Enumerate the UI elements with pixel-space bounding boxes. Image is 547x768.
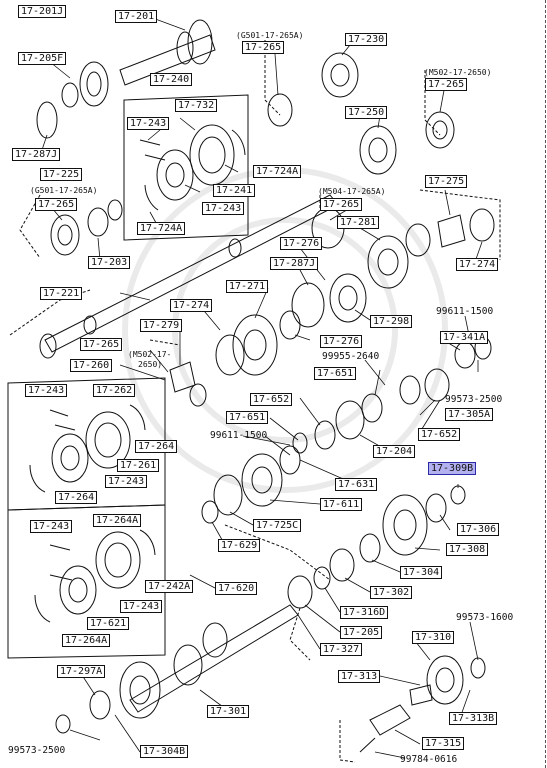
reverse-idler-310 [359, 655, 486, 753]
part-label-17-264A-b[interactable]: 17-264A [62, 634, 111, 647]
gear-group-271 [169, 314, 278, 407]
part-label-17-265b[interactable]: 17-265 [242, 41, 285, 54]
part-label-17-243d[interactable]: 17-243 [105, 475, 148, 488]
part-label-17-243e[interactable]: 17-243 [30, 520, 73, 533]
part-label-17-287J-b[interactable]: 17-287J [270, 257, 319, 270]
part-label-17-265d[interactable]: 17-265 [320, 198, 363, 211]
supersession-note-note-m502-b2: 2650) [138, 360, 163, 369]
part-label-17-313B[interactable]: 17-313B [449, 712, 498, 725]
part-label-17-611[interactable]: 17-611 [320, 498, 363, 511]
hardware-number-99573-2500a[interactable]: 99573-2500 [445, 394, 503, 405]
part-label-17-279[interactable]: 17-279 [140, 319, 183, 332]
hardware-number-99611-1500b[interactable]: 99611-1500 [210, 430, 268, 441]
part-label-17-652b[interactable]: 17-652 [418, 428, 461, 441]
part-label-17-651b[interactable]: 17-651 [226, 411, 269, 424]
part-label-17-298[interactable]: 17-298 [370, 315, 413, 328]
part-label-17-204[interactable]: 17-204 [373, 445, 416, 458]
supersession-note-note-m502-b1: (M502-17- [128, 350, 172, 359]
part-label-17-629[interactable]: 17-629 [218, 539, 261, 552]
supersession-note-note-g501-b: (G501-17-265A) [30, 186, 98, 195]
hardware-number-99573-1600[interactable]: 99573-1600 [456, 612, 514, 623]
part-label-17-243a[interactable]: 17-243 [127, 117, 170, 130]
part-label-17-297A[interactable]: 17-297A [57, 665, 106, 678]
part-label-17-201[interactable]: 17-201 [115, 10, 158, 23]
part-label-17-313[interactable]: 17-313 [338, 670, 381, 683]
part-label-17-281[interactable]: 17-281 [337, 216, 380, 229]
supersession-note-note-g501-a: (G501-17-265A) [236, 31, 304, 40]
part-label-17-306[interactable]: 17-306 [457, 523, 500, 536]
page-edge-perforation [545, 0, 547, 768]
part-label-17-260[interactable]: 17-260 [70, 359, 113, 372]
part-label-17-724A-b[interactable]: 17-724A [137, 222, 186, 235]
bearing-group-225 [50, 199, 123, 256]
part-label-17-276a[interactable]: 17-276 [280, 237, 323, 250]
part-label-17-308[interactable]: 17-308 [446, 543, 489, 556]
supersession-note-note-m504: (M504-17-265A) [318, 187, 386, 196]
part-label-17-261[interactable]: 17-261 [117, 459, 160, 472]
part-label-17-631[interactable]: 17-631 [335, 478, 378, 491]
input-shaft-drawing [36, 19, 216, 139]
part-label-17-271[interactable]: 17-271 [226, 280, 269, 293]
part-label-17-304[interactable]: 17-304 [400, 566, 443, 579]
part-label-17-240[interactable]: 17-240 [150, 73, 193, 86]
part-label-17-310[interactable]: 17-310 [412, 631, 455, 644]
supersession-note-note-m502-a: (M502-17-2650) [424, 68, 492, 77]
part-label-17-341A[interactable]: 17-341A [440, 331, 489, 344]
part-label-17-262[interactable]: 17-262 [93, 384, 136, 397]
part-label-17-652a[interactable]: 17-652 [250, 393, 293, 406]
part-label-17-274a[interactable]: 17-274 [456, 258, 499, 271]
part-label-17-225[interactable]: 17-225 [40, 168, 83, 181]
synchro-assembly-240 [139, 124, 246, 211]
part-label-17-241[interactable]: 17-241 [213, 184, 256, 197]
part-label-17-205[interactable]: 17-205 [340, 626, 383, 639]
part-label-17-265e[interactable]: 17-265 [80, 338, 123, 351]
part-label-17-276b[interactable]: 17-276 [320, 335, 363, 348]
hardware-number-99784-0616[interactable]: 99784-0616 [400, 754, 458, 765]
part-label-17-242A[interactable]: 17-242A [145, 580, 194, 593]
part-label-17-305A[interactable]: 17-305A [445, 408, 494, 421]
part-label-17-265a[interactable]: 17-265 [35, 198, 78, 211]
part-label-17-309B[interactable]: 17-309B [428, 462, 477, 475]
part-label-17-304B[interactable]: 17-304B [140, 745, 189, 758]
part-label-17-264a[interactable]: 17-264 [135, 440, 178, 453]
part-label-17-621[interactable]: 17-621 [87, 617, 130, 630]
part-label-17-620[interactable]: 17-620 [215, 582, 258, 595]
part-label-17-315[interactable]: 17-315 [422, 737, 465, 750]
part-label-17-205F[interactable]: 17-205F [18, 52, 67, 65]
part-label-17-250[interactable]: 17-250 [345, 106, 388, 119]
part-label-17-201J[interactable]: 17-201J [18, 5, 67, 18]
part-label-17-302[interactable]: 17-302 [370, 586, 413, 599]
synchro-assembly-262 [29, 404, 146, 493]
part-label-17-316D[interactable]: 17-316D [340, 606, 389, 619]
part-label-17-264A-a[interactable]: 17-264A [93, 514, 142, 527]
part-label-17-265c[interactable]: 17-265 [425, 78, 468, 91]
part-label-17-221[interactable]: 17-221 [40, 287, 83, 300]
part-label-17-732[interactable]: 17-732 [175, 99, 218, 112]
part-label-17-651a[interactable]: 17-651 [314, 367, 357, 380]
part-label-17-243c[interactable]: 17-243 [25, 384, 68, 397]
part-label-17-203[interactable]: 17-203 [88, 256, 131, 269]
part-label-17-724A-a[interactable]: 17-724A [253, 165, 302, 178]
part-label-17-230[interactable]: 17-230 [345, 33, 388, 46]
group-frame-17-264A [7, 504, 166, 659]
hardware-number-99955-2640[interactable]: 99955-2640 [322, 351, 380, 362]
part-label-17-287J-a[interactable]: 17-287J [12, 148, 61, 161]
part-label-17-301[interactable]: 17-301 [207, 705, 250, 718]
gear-stack-middle-right [279, 207, 495, 340]
part-label-17-243f[interactable]: 17-243 [120, 600, 163, 613]
synchro-assembly-264A [34, 529, 156, 623]
part-label-17-264b[interactable]: 17-264 [55, 491, 98, 504]
gear-group-611 [201, 453, 283, 524]
part-label-17-327[interactable]: 17-327 [320, 643, 363, 656]
part-label-17-725C[interactable]: 17-725C [253, 519, 302, 532]
part-label-17-274b[interactable]: 17-274 [170, 299, 213, 312]
hardware-number-99573-2500b[interactable]: 99573-2500 [8, 745, 66, 756]
part-label-17-243b[interactable]: 17-243 [202, 202, 245, 215]
part-label-17-275[interactable]: 17-275 [425, 175, 468, 188]
group-frame-17-240 [123, 94, 249, 241]
hardware-number-99611-1500a[interactable]: 99611-1500 [436, 306, 494, 317]
